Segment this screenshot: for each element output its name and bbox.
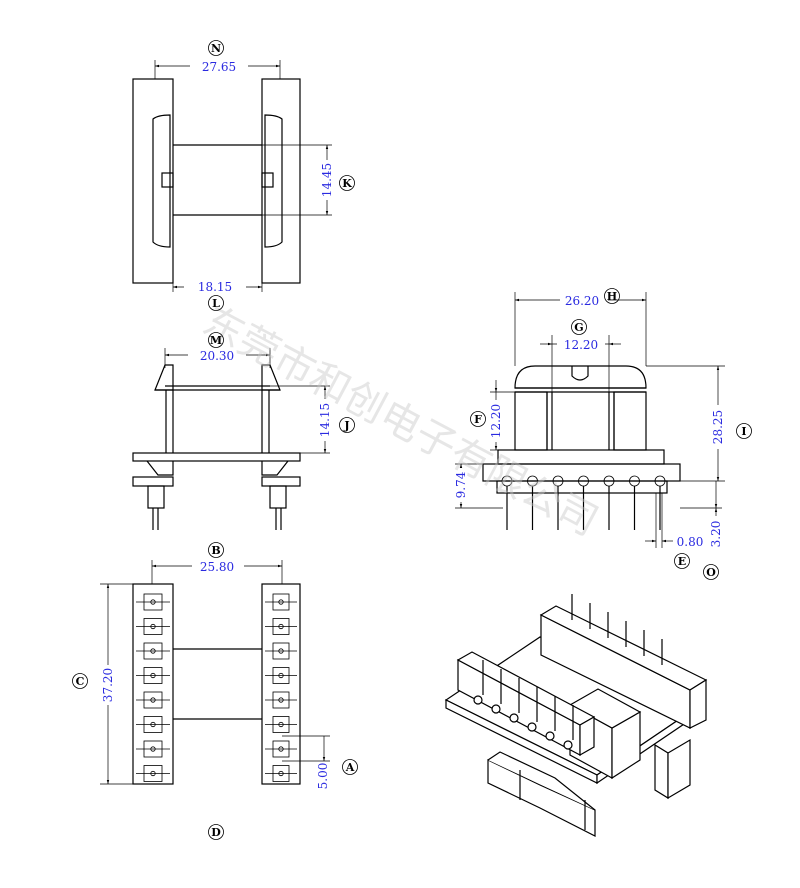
dim-A-value: 5.00 xyxy=(316,763,330,790)
svg-text:G: G xyxy=(574,321,583,334)
pin-hole xyxy=(278,746,284,752)
label-F: F xyxy=(470,411,486,427)
label-D: D xyxy=(208,824,224,840)
svg-text:I: I xyxy=(741,425,746,438)
dim-N-value: 27.65 xyxy=(202,60,236,74)
dim-K-value: 14.45 xyxy=(320,163,334,197)
pin-hole xyxy=(278,721,284,728)
top-view xyxy=(132,58,334,295)
pin-pocket xyxy=(272,691,290,709)
iso-pin-base xyxy=(491,704,501,714)
pin-hole xyxy=(150,599,156,605)
iso-pin-base xyxy=(509,713,519,723)
dim-O-value: 3.20 xyxy=(709,521,723,548)
svg-text:O: O xyxy=(706,566,716,579)
label-C: C xyxy=(72,673,88,689)
pin-hole xyxy=(278,599,284,605)
side-view xyxy=(453,292,725,552)
svg-text:H: H xyxy=(607,290,617,303)
label-E: E xyxy=(674,553,690,569)
label-O: O xyxy=(703,564,719,580)
label-L: L xyxy=(208,295,224,311)
label-G: G xyxy=(571,319,587,335)
pin-hole xyxy=(150,721,156,728)
svg-text:L: L xyxy=(212,297,220,310)
label-H: H xyxy=(604,288,620,304)
dim-I-value: 28.25 xyxy=(711,410,725,444)
svg-text:D: D xyxy=(211,826,221,839)
pin-hole xyxy=(278,623,284,630)
svg-text:M: M xyxy=(210,334,222,347)
iso-pin-base xyxy=(545,731,555,741)
pin-hole xyxy=(278,648,284,654)
svg-text:N: N xyxy=(211,42,221,55)
pin-hole xyxy=(150,770,156,777)
dim-G-value: 12.20 xyxy=(564,338,598,352)
pin-pocket xyxy=(272,618,290,635)
dim-J-value: 14.15 xyxy=(318,403,332,437)
dim-F-value: 12.20 xyxy=(489,404,503,438)
pin-pocket xyxy=(143,716,163,733)
iso-pin-base xyxy=(473,695,483,705)
svg-text:F: F xyxy=(474,413,482,426)
svg-text:B: B xyxy=(211,544,220,557)
dim-H-value: 26.20 xyxy=(565,294,599,308)
pin-hole xyxy=(150,746,156,752)
pin-pocket xyxy=(143,642,163,660)
label-J: J xyxy=(339,417,355,433)
pin-pocket xyxy=(143,740,163,758)
watermark: 东莞市和创电子有限公司 xyxy=(195,298,605,545)
label-I: I xyxy=(736,423,752,439)
iso-pin-base xyxy=(527,722,537,732)
label-B: B xyxy=(208,542,224,558)
label-M: M xyxy=(208,332,224,348)
pin-hole xyxy=(278,697,284,703)
label-K: K xyxy=(339,175,355,191)
label-A: A xyxy=(342,759,358,775)
front-view xyxy=(132,347,332,530)
dim-E-left-value: 9.74 xyxy=(454,471,468,498)
dim-B-value: 25.80 xyxy=(200,560,234,574)
pin-pocket xyxy=(143,593,163,611)
bottom-view xyxy=(100,558,330,785)
pin-pocket xyxy=(272,667,290,684)
pin-pocket xyxy=(272,593,290,611)
dim-E-value: 0.80 xyxy=(677,535,704,549)
isometric-view xyxy=(444,594,708,837)
pin-pocket xyxy=(272,765,290,782)
svg-text:J: J xyxy=(343,419,349,432)
dim-M-value: 20.30 xyxy=(200,349,234,363)
pin-hole xyxy=(150,697,156,703)
pin-pocket xyxy=(143,667,163,684)
pin-hole xyxy=(150,672,156,679)
pin-hole xyxy=(278,672,284,679)
svg-text:A: A xyxy=(345,761,355,774)
pin-pocket xyxy=(272,642,290,660)
label-N: N xyxy=(208,40,224,56)
dim-L-value: 18.15 xyxy=(198,280,232,294)
svg-text:E: E xyxy=(678,555,686,568)
svg-text:K: K xyxy=(342,177,352,190)
pin-pocket xyxy=(143,765,163,782)
iso-pin-base xyxy=(563,740,573,750)
pin-pocket xyxy=(143,691,163,709)
svg-text:C: C xyxy=(76,675,85,688)
pin-hole xyxy=(150,648,156,654)
pin-hole xyxy=(278,770,284,777)
pin-pocket xyxy=(272,740,290,758)
pin-pocket xyxy=(272,716,290,733)
pin-hole xyxy=(150,623,156,630)
dim-C-value: 37.20 xyxy=(101,668,115,702)
pin-pocket xyxy=(143,618,163,635)
